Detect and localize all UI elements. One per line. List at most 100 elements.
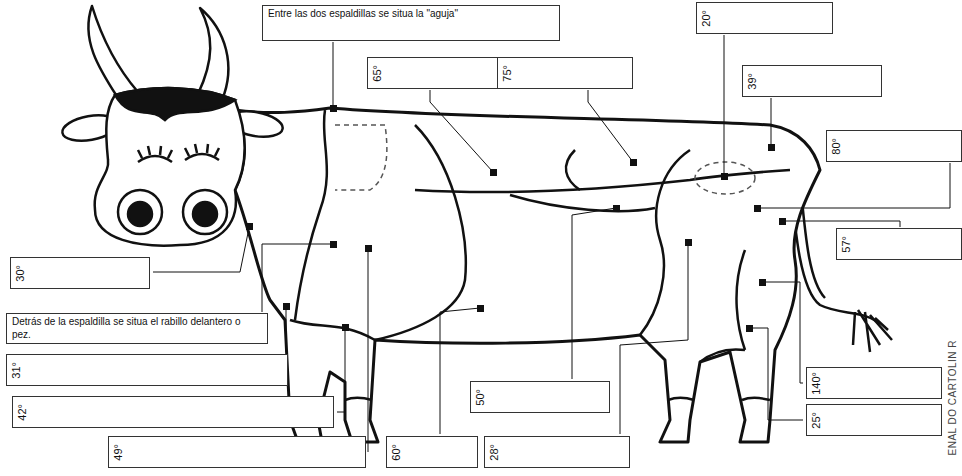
note-box: Entre las dos espaldillas se situa la "a… bbox=[262, 5, 560, 41]
cow-horns bbox=[88, 6, 228, 100]
callout-number: 39° bbox=[747, 73, 758, 90]
leader-lines bbox=[337, 327, 345, 412]
cow-head bbox=[95, 88, 245, 246]
callout-box: 28° bbox=[484, 436, 630, 468]
leader-lines bbox=[430, 90, 493, 172]
note-text: Entre las dos espaldillas se situa la "a… bbox=[268, 8, 458, 21]
leader-lines bbox=[440, 308, 480, 434]
callout-number: 57° bbox=[841, 236, 852, 253]
cut-dots bbox=[342, 324, 349, 331]
cut-dots bbox=[330, 241, 337, 248]
cut-lines bbox=[295, 110, 327, 320]
cut-dots bbox=[246, 105, 786, 332]
cow-head bbox=[128, 202, 152, 226]
cut-dots bbox=[779, 218, 786, 225]
cut-dots bbox=[759, 279, 766, 286]
cut-lines bbox=[510, 195, 655, 211]
leader-lines bbox=[572, 208, 616, 379]
callout-number: 25° bbox=[811, 412, 822, 429]
cut-dots bbox=[613, 205, 620, 212]
leader-lines bbox=[757, 163, 950, 208]
leader-lines bbox=[333, 42, 334, 108]
leader-lines bbox=[368, 248, 369, 452]
cut-lines bbox=[736, 250, 745, 350]
leader-lines bbox=[749, 328, 803, 420]
cut-dots bbox=[477, 305, 484, 312]
cut-lines bbox=[566, 150, 580, 190]
callout-box: 39° bbox=[742, 65, 882, 97]
cut-lines bbox=[290, 320, 375, 340]
cow-head bbox=[183, 190, 227, 234]
cow-horns bbox=[198, 8, 228, 100]
cow-head bbox=[115, 88, 235, 120]
callout-box: 25° bbox=[806, 404, 942, 436]
cut-lines bbox=[668, 398, 770, 400]
cut-dots bbox=[330, 105, 337, 112]
callout-number: 31° bbox=[11, 362, 22, 379]
callout-box: 57° bbox=[836, 228, 962, 260]
callout-number: 65° bbox=[372, 65, 383, 82]
leader-lines bbox=[286, 306, 287, 352]
note-box: Detrás de la espaldilla se situa el rabi… bbox=[6, 313, 268, 344]
watermark-text: ENAL DO CARTOLIN R bbox=[948, 340, 958, 456]
callout-number: 49° bbox=[113, 444, 124, 461]
cow-horns bbox=[88, 6, 138, 98]
callout-box: 42° bbox=[12, 396, 334, 428]
callout-number: 60° bbox=[391, 444, 402, 461]
cut-dots bbox=[685, 239, 692, 246]
leader-lines bbox=[153, 228, 249, 272]
cow-head bbox=[193, 202, 217, 226]
cut-dots bbox=[754, 205, 761, 212]
callout-number: 75° bbox=[502, 65, 513, 82]
leader-lines bbox=[771, 98, 772, 147]
callout-number: 140° bbox=[811, 372, 822, 395]
callout-box: 20° bbox=[696, 2, 833, 34]
callout-box: 80° bbox=[826, 130, 962, 162]
callout-box: 75° bbox=[497, 57, 633, 89]
cut-dots bbox=[283, 303, 290, 310]
cow-head bbox=[138, 146, 172, 162]
cut-dots bbox=[365, 245, 372, 252]
leader-lines bbox=[588, 90, 633, 162]
cut-dots bbox=[246, 223, 253, 230]
note-text: Detrás de la espaldilla se situa el rabi… bbox=[12, 316, 262, 341]
cow-head bbox=[185, 144, 219, 160]
leader-lines bbox=[724, 35, 725, 176]
cut-lines bbox=[640, 150, 690, 335]
cut-dots bbox=[630, 159, 637, 166]
callout-box: 30° bbox=[10, 257, 150, 289]
cow-body bbox=[235, 108, 820, 442]
cut-lines bbox=[415, 170, 790, 192]
cut-lines bbox=[290, 110, 790, 400]
leader-lines bbox=[153, 35, 950, 452]
callout-number: 80° bbox=[831, 138, 842, 155]
dashed-marks bbox=[695, 162, 755, 194]
leader-lines bbox=[782, 221, 900, 227]
callout-box: 60° bbox=[386, 436, 478, 468]
leader-lines bbox=[262, 244, 333, 312]
cow-tail bbox=[853, 310, 892, 352]
cut-dots bbox=[746, 325, 753, 332]
leader-lines bbox=[620, 242, 688, 434]
cut-dots bbox=[721, 173, 728, 180]
cut-lines bbox=[375, 125, 466, 340]
callout-box: 31° bbox=[6, 354, 288, 386]
callout-number: 30° bbox=[15, 265, 26, 282]
callout-number: 50° bbox=[475, 389, 486, 406]
callout-number: 20° bbox=[701, 10, 712, 27]
dashed-marks bbox=[335, 125, 755, 194]
cow-body bbox=[235, 108, 820, 442]
callout-number: 28° bbox=[489, 444, 500, 461]
callout-box: 50° bbox=[470, 381, 610, 413]
cut-dots bbox=[768, 144, 775, 151]
cut-lines bbox=[700, 349, 745, 362]
callout-box: 140° bbox=[806, 367, 942, 399]
callout-box: 65° bbox=[367, 57, 503, 89]
dashed-marks bbox=[335, 125, 387, 190]
callout-box: 49° bbox=[108, 436, 366, 468]
cut-dots bbox=[490, 169, 497, 176]
callout-number: 42° bbox=[17, 404, 28, 421]
cow-head bbox=[95, 88, 245, 246]
cow-head bbox=[118, 190, 162, 234]
